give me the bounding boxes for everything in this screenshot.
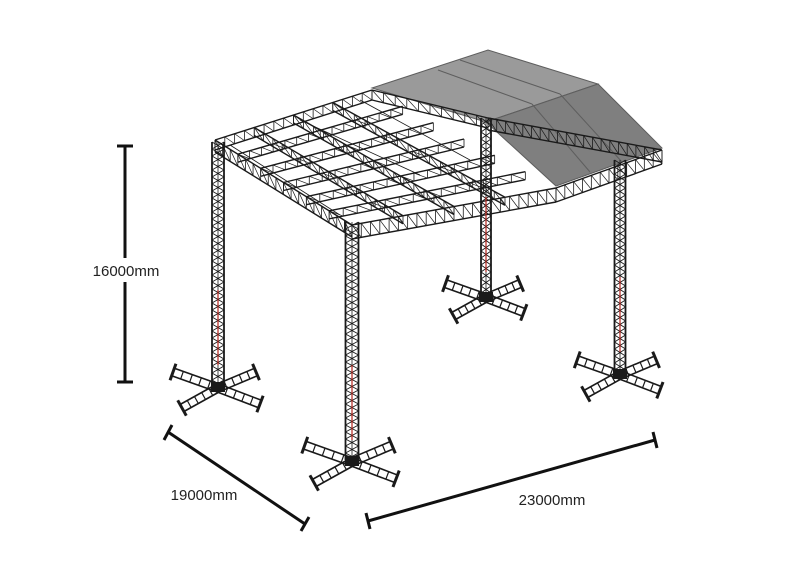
base-hub <box>211 382 225 392</box>
tower-front-right <box>613 159 627 378</box>
depth-dimension: 19000mm <box>162 424 311 532</box>
width-label: 23000mm <box>519 492 586 509</box>
base-hub <box>345 456 359 466</box>
base-hub <box>479 292 493 302</box>
tower-back-left <box>211 141 225 388</box>
roof-beam-right <box>487 117 663 163</box>
width-dimension: 23000mm <box>364 431 659 530</box>
roof-beam-front-right <box>555 149 663 203</box>
depth-label: 19000mm <box>171 487 238 504</box>
tower-group <box>211 117 627 461</box>
height-label: 16000mm <box>93 263 160 280</box>
base-back-right <box>441 274 529 325</box>
roof-cover-front-panel <box>485 83 663 187</box>
base-front-right <box>572 351 665 403</box>
base-hub <box>613 369 627 379</box>
tower-back-right <box>480 117 492 294</box>
roof-rafter <box>332 101 506 206</box>
tower-front-left <box>344 221 360 461</box>
base-front-left <box>300 436 401 492</box>
roof-beam-back <box>371 89 489 129</box>
base-outrigger-group <box>168 274 665 492</box>
base-back-left <box>168 363 265 417</box>
roof-rafter <box>253 126 404 225</box>
height-dimension: 16000mm <box>82 144 170 384</box>
